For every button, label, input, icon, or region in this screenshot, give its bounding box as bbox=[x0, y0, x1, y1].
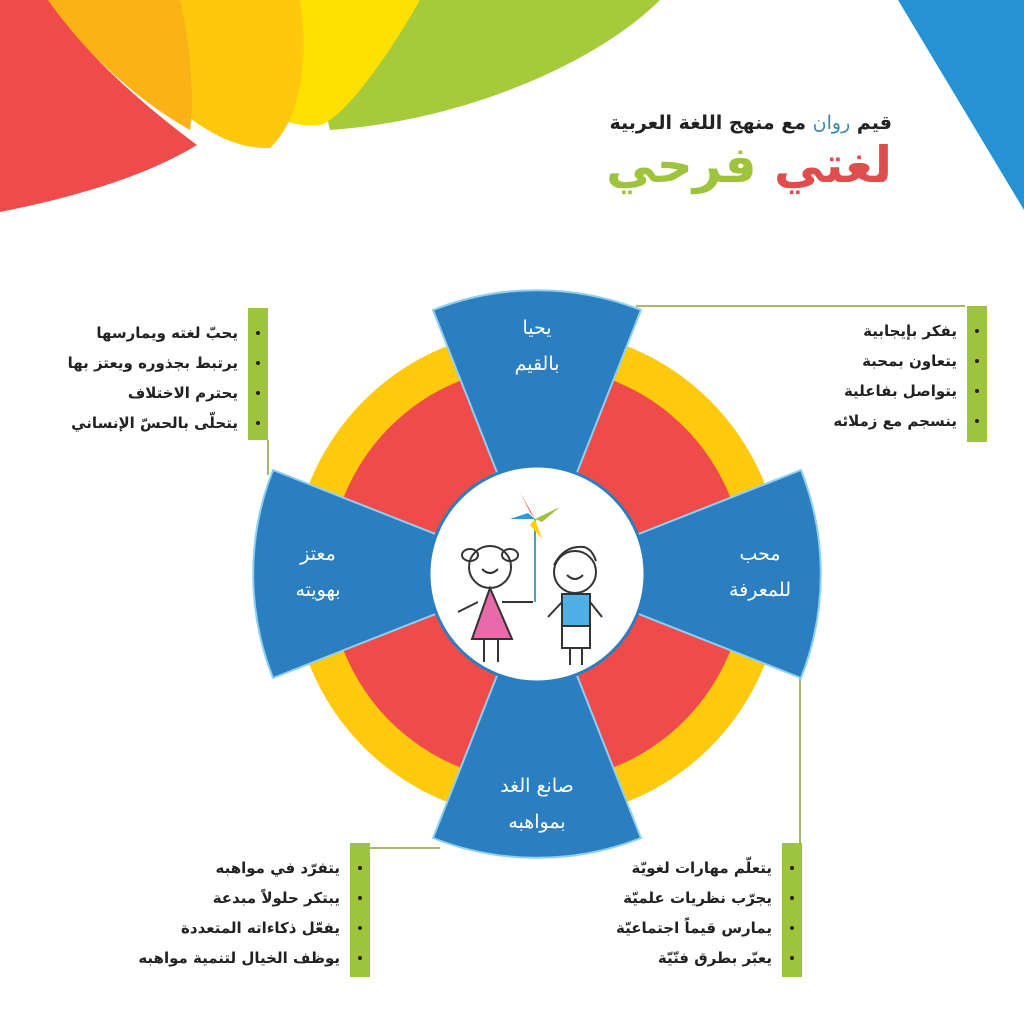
sector-right-line2: للمعرفة bbox=[729, 579, 791, 601]
title-word-farhi: فرحي bbox=[606, 136, 757, 194]
list-bottom-right: يتعلّم مهارات لغويّة يجرّب نظريات علميّة… bbox=[582, 843, 802, 977]
subtitle: قيم روان مع منهج اللغة العربية bbox=[606, 112, 892, 134]
subtitle-post: مع منهج اللغة العربية bbox=[609, 112, 807, 134]
green-bullet-bar bbox=[248, 308, 268, 440]
wheel-sector-left bbox=[252, 468, 540, 680]
list-item: يفكر بإيجابية bbox=[833, 316, 987, 346]
list-item: يتحلّى بالحسّ الإنساني bbox=[68, 408, 268, 438]
list-item: يمارس قيماً اجتماعيّة bbox=[616, 913, 802, 943]
sector-right-line1: محب bbox=[739, 543, 781, 565]
boy-figure bbox=[547, 545, 603, 665]
wheel-sector-bottom bbox=[431, 571, 643, 859]
list-item: يتعاون بمحبة bbox=[833, 346, 987, 376]
sector-top-line1: يحيا bbox=[522, 317, 552, 339]
list-item: يوظف الخيال لتنمية مواهبه bbox=[138, 943, 370, 973]
list-item: يحترم الاختلاف bbox=[68, 378, 268, 408]
list-item: يتفرّد في مواهبه bbox=[138, 853, 370, 883]
fan-red-shape bbox=[0, 0, 197, 212]
list-item: يجرّب نظريات علميّة bbox=[616, 883, 802, 913]
list-item: يتواصل بفاعلية bbox=[833, 376, 987, 406]
title-word-lughati: لغتي bbox=[774, 136, 892, 194]
main-title: لغتي فرحي bbox=[606, 138, 892, 193]
green-bullet-bar bbox=[350, 843, 370, 977]
sector-bottom-line1: صانع الغد bbox=[500, 775, 574, 797]
sector-top-line2: بالقيم bbox=[514, 353, 560, 375]
list-item: يحبّ لغته ويمارسها bbox=[68, 318, 268, 348]
subtitle-brand: روان bbox=[812, 112, 851, 134]
list-bottom-left: يتفرّد في مواهبه يبتكر حلولاً مبدعة يفعّ… bbox=[100, 843, 370, 977]
sector-label-left: معتز بهويته bbox=[248, 536, 388, 608]
green-bullet-bar bbox=[967, 306, 987, 442]
list-top-right: يفكر بإيجابية يتعاون بمحبة يتواصل بفاعلي… bbox=[787, 306, 987, 442]
wheel-sector-top bbox=[431, 289, 643, 577]
sector-label-right: محب للمعرفة bbox=[690, 536, 830, 608]
connector-lines bbox=[267, 305, 965, 849]
list-item: يتعلّم مهارات لغويّة bbox=[616, 853, 802, 883]
title-block: قيم روان مع منهج اللغة العربية لغتي فرحي bbox=[606, 112, 892, 193]
sector-left-line2: بهويته bbox=[295, 579, 341, 601]
children-pinwheel-illustration bbox=[457, 492, 603, 665]
list-item: يعبّر بطرق فنّيّة bbox=[616, 943, 802, 973]
subtitle-pre: قيم bbox=[856, 112, 892, 134]
list-item: يرتبط بجذوره ويعتز بها bbox=[68, 348, 268, 378]
wheel-sector-right bbox=[534, 468, 822, 680]
fan-orange-shape bbox=[40, 0, 192, 130]
sector-label-top: يحيا بالقيم bbox=[467, 310, 607, 382]
sector-label-bottom: صانع الغد بمواهبه bbox=[467, 768, 607, 840]
list-top-left: يحبّ لغته ويمارسها يرتبط بجذوره ويعتز به… bbox=[28, 308, 268, 440]
pinwheel-icon bbox=[510, 492, 560, 602]
green-bullet-bar bbox=[782, 843, 802, 977]
list-item: ينسجم مع زملائه bbox=[833, 406, 987, 436]
list-item: يفعّل ذكاءاته المتعددة bbox=[138, 913, 370, 943]
girl-figure bbox=[457, 545, 533, 662]
list-item: يبتكر حلولاً مبدعة bbox=[138, 883, 370, 913]
corner-blue-triangle bbox=[898, 0, 1024, 210]
sector-left-line1: معتز bbox=[300, 543, 336, 565]
sector-bottom-line2: بمواهبه bbox=[508, 811, 566, 833]
